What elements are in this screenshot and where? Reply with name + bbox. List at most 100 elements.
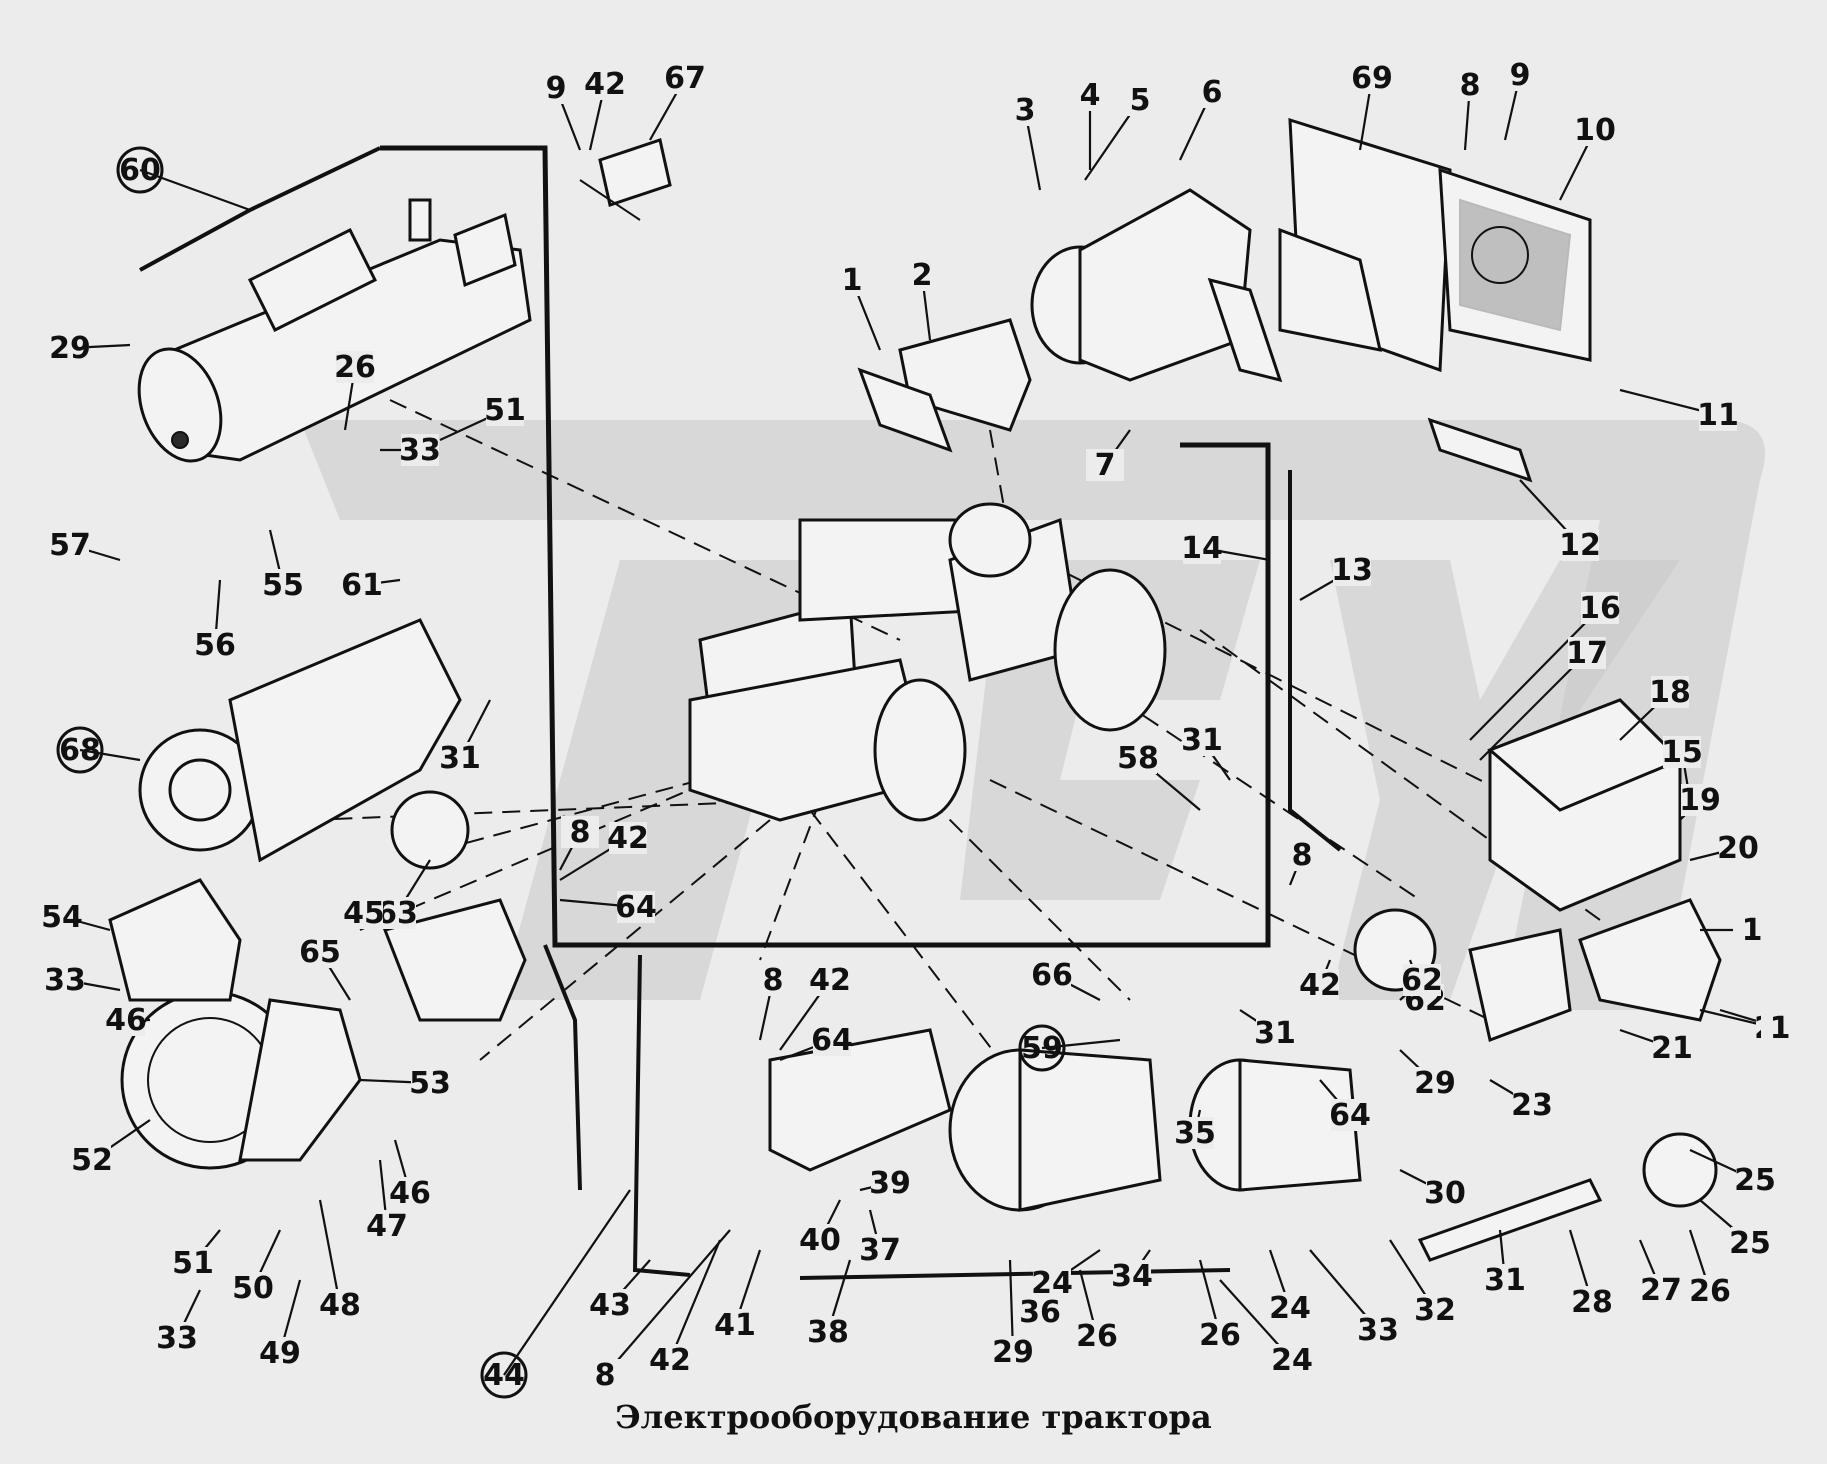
callout-background [537,72,575,104]
callout-background [801,1224,839,1256]
callout-background [196,629,234,661]
leader-line [668,1239,722,1361]
callout-background [1568,637,1606,669]
leader-line [503,1189,631,1376]
callout-background [1113,1260,1151,1292]
callout-background [1642,1274,1680,1306]
side-lamps [108,878,1722,1043]
callout-number: 42 [809,963,851,998]
callout-background [1183,532,1221,564]
callout-background [1719,832,1757,864]
callout-number: 18 [1649,675,1691,710]
callout-number: 51 [172,1246,214,1281]
callout-number: 49 [259,1336,301,1371]
callout-number: 1 [842,263,863,298]
callout-background [378,897,416,929]
leader-line [79,748,141,762]
ignition-coils [948,1048,1362,1212]
callout-background [871,1167,909,1199]
callout-number: 55 [262,568,304,603]
callout-number: 42 [649,1343,691,1378]
callout-number: 47 [366,1209,408,1244]
callout-number: 42 [607,821,649,856]
callout-number: 24 [1271,1343,1313,1378]
callout-number: 26 [1199,1318,1241,1353]
callout-background [617,891,655,923]
callout-number: 9 [546,71,567,106]
callout-background [401,434,439,466]
callout-number: 38 [807,1315,849,1350]
callout-number: 26 [1689,1274,1731,1309]
callout-background [1576,114,1614,146]
callout-number: 36 [1019,1295,1061,1330]
callout-number: 20 [1717,831,1759,866]
heater-fan [1030,117,1452,383]
callout-background [1653,1032,1691,1064]
callout-number: 3 [1015,93,1036,128]
starter-motor [137,198,532,463]
callout-number: 2 [912,258,933,293]
callout-background [441,742,479,774]
callout-number: 8 [1460,68,1481,103]
callout-background [1501,59,1539,91]
callout-number: 24 [1031,1266,1073,1301]
callout-background [1651,676,1689,708]
relay [579,138,672,221]
callout-number: 4 [1080,78,1101,113]
callout-number: 31 [1484,1263,1526,1298]
callout-background [1359,1314,1397,1346]
callout-background [813,1024,851,1056]
callout-background [754,964,792,996]
callout-number: 64 [811,1023,853,1058]
callout-background [1183,724,1221,756]
callout-background [1273,1344,1311,1376]
callout-number: 50 [232,1271,274,1306]
callout-background [1121,84,1159,116]
callout-background [651,1344,689,1376]
callout-background [1486,1264,1524,1296]
callout-number: 1 [1742,913,1763,948]
callout-number: 8 [595,1358,616,1393]
callout-background [1006,94,1044,126]
callout-number: 34 [1111,1259,1153,1294]
callout-number: 40 [799,1223,841,1258]
callout-circle [56,726,104,774]
callout-number: 28 [1571,1285,1613,1320]
callout-number: 15 [1661,735,1703,770]
callout-number: 21 [1651,1031,1693,1066]
callout-background [609,822,647,854]
callout-background [1403,964,1441,996]
callout-number: 35 [1174,1116,1216,1151]
callout-number: 19 [1679,783,1721,818]
callout-background [264,569,302,601]
instrument-cluster [768,1028,952,1172]
callout-number: 31 [439,741,481,776]
callout-background [1663,736,1701,768]
callout-number: 57 [49,528,91,563]
callout-number: 44 [483,1358,525,1393]
callout-number: 33 [399,433,441,468]
callout-background [301,936,339,968]
callout-number: 27 [1640,1273,1682,1308]
callout-background [586,1359,624,1391]
callout-background [1681,784,1719,816]
diagram-title: Электрооборудование трактора [615,1398,1212,1436]
callout-number: 64 [615,890,657,925]
callout-background [51,332,89,364]
callout-background [46,964,84,996]
callout-background [716,1309,754,1341]
callout-background [1256,1017,1294,1049]
callout-background [1078,1320,1116,1352]
callout-background [1691,1275,1729,1307]
callout-background [1513,1089,1551,1121]
callout-number: 52 [71,1143,113,1178]
terminal-strip [1427,417,1533,483]
callout-number: 14 [1181,531,1223,566]
callout-background [1416,1067,1454,1099]
callout-background [234,1272,272,1304]
callout-background [809,1316,847,1348]
callout-number: 10 [1574,113,1616,148]
callout-circle [116,146,164,194]
callout-background [1761,1012,1799,1044]
callout-background [1426,1177,1464,1209]
